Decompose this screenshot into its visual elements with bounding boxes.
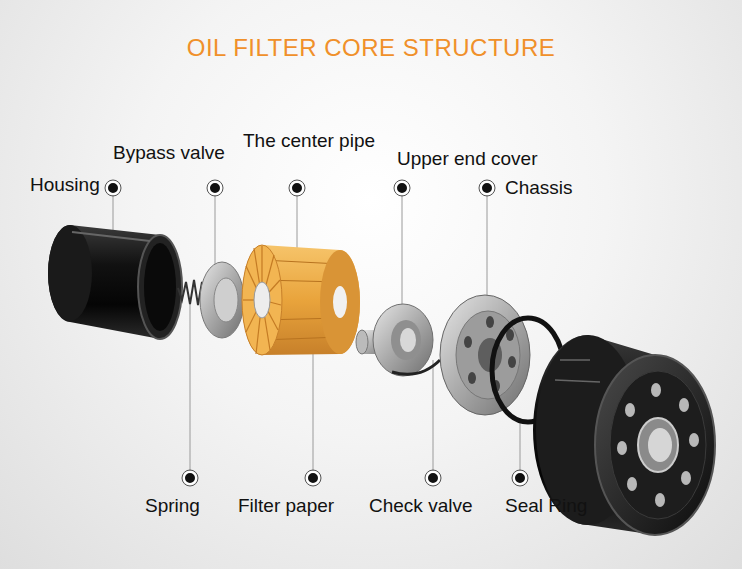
- part-label: Seal Ring: [505, 495, 587, 517]
- part-label: Chassis: [505, 177, 573, 199]
- part-label: Bypass valve: [113, 142, 225, 164]
- filter-paper-drawing: [242, 245, 360, 355]
- housing-drawing: [48, 225, 182, 339]
- end-cover-drawing: [356, 304, 440, 376]
- part-label: Upper end cover: [397, 148, 537, 170]
- part-label: Spring: [145, 495, 200, 517]
- part-label: The center pipe: [243, 130, 375, 152]
- chassis-drawing: [440, 295, 530, 415]
- part-label: Housing: [30, 174, 100, 196]
- callout-dots: [105, 180, 528, 486]
- diagram-title: OIL FILTER CORE STRUCTURE: [0, 34, 742, 62]
- bypass-valve-drawing: [200, 262, 244, 338]
- part-label: Filter paper: [238, 495, 334, 517]
- part-label: Check valve: [369, 495, 473, 517]
